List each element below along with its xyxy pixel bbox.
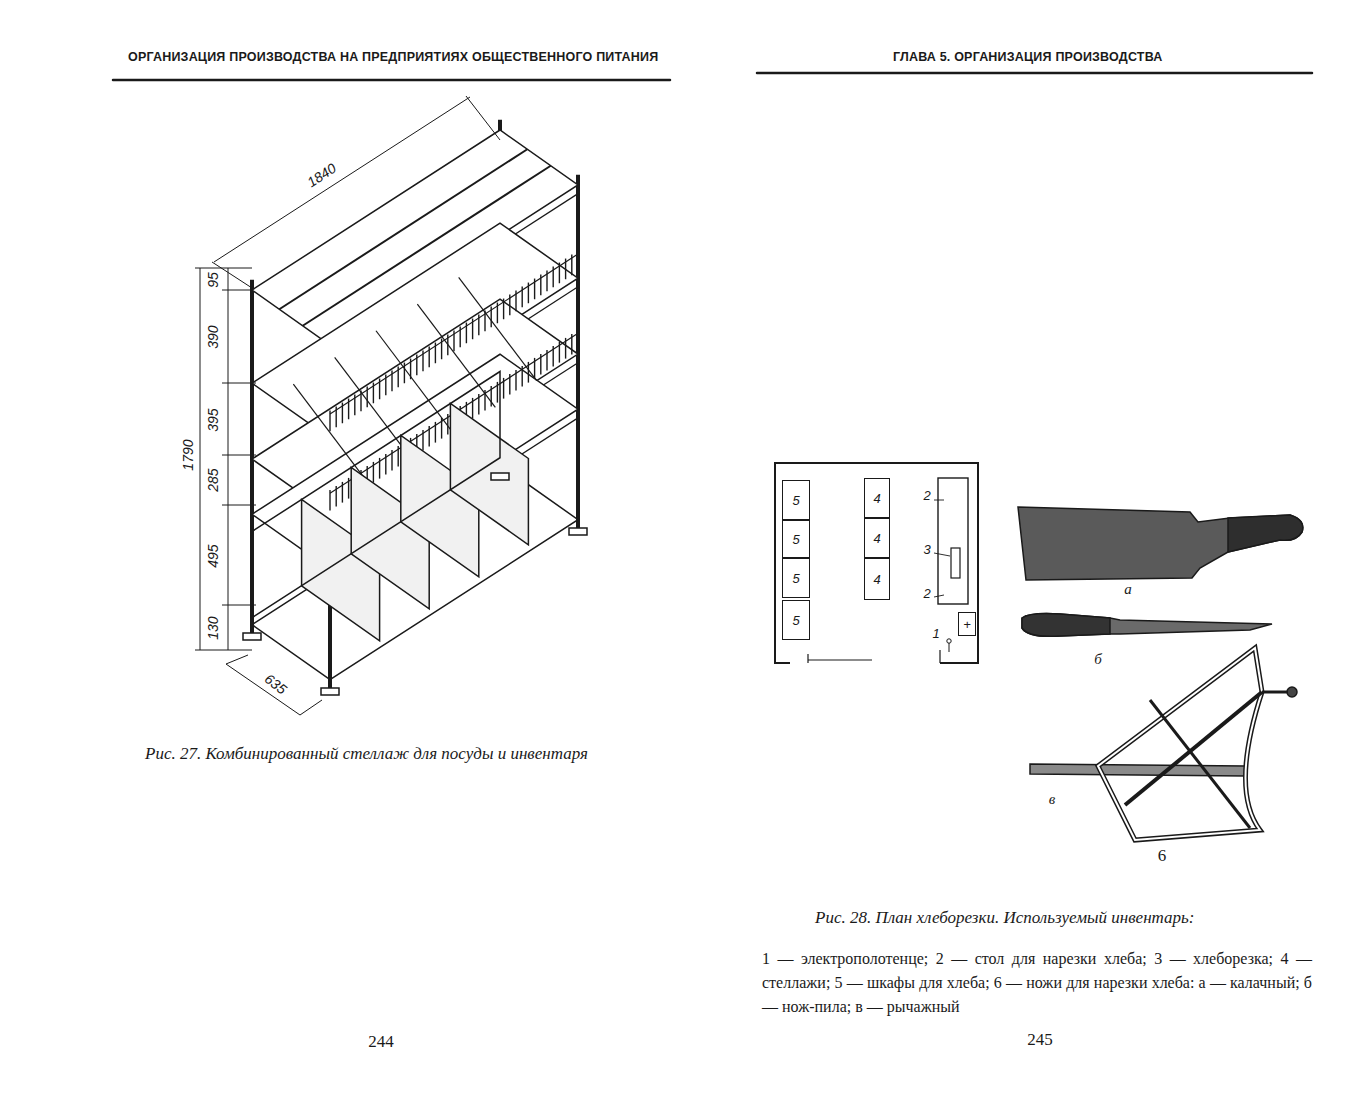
dimension-label: 95	[205, 270, 221, 290]
running-header: ГЛАВА 5. ОРГАНИЗАЦИЯ ПРОИЗВОДСТВА	[893, 50, 1162, 64]
callout-number: б	[1094, 651, 1102, 668]
callout-number: +	[963, 617, 971, 632]
knife-drawings	[1018, 507, 1303, 840]
callout-number: 1	[932, 627, 939, 642]
dimension-label: 1790	[180, 437, 196, 472]
callout-number: 5	[792, 613, 799, 628]
callout-number: 5	[792, 493, 799, 508]
dimension-label: 395	[205, 406, 221, 433]
bread-cabinet: 5	[782, 480, 810, 520]
dimension-label: 495	[205, 542, 221, 569]
page-number: 245	[1027, 1030, 1053, 1050]
running-header: ОРГАНИЗАЦИЯ ПРОИЗВОДСТВА НА ПРЕДПРИЯТИЯХ…	[128, 50, 658, 64]
callout-number: 2	[923, 587, 930, 602]
header-rule	[113, 79, 670, 82]
callout-number: 2	[923, 489, 930, 504]
callout-number: в	[1049, 791, 1056, 808]
callout-number: 4	[873, 572, 880, 587]
callout-number: 4	[873, 531, 880, 546]
dimension-label: 285	[205, 466, 221, 493]
towel-box: +	[958, 612, 976, 636]
dimension-label: 635	[260, 669, 291, 699]
rack-box: 4	[864, 558, 890, 600]
dimension-lines	[195, 96, 500, 715]
page-number: 244	[368, 1032, 394, 1052]
header-rule	[757, 72, 1312, 75]
callout-number: 4	[873, 491, 880, 506]
callout-number: 3	[923, 543, 930, 558]
callout-number: 5	[792, 532, 799, 547]
dimension-label: 390	[205, 323, 221, 350]
bread-cabinet: 5	[782, 600, 810, 640]
rack-drawing	[243, 120, 587, 695]
dimension-label: 130	[205, 614, 221, 641]
dimension-label: 1840	[303, 159, 341, 192]
bread-cabinet: 5	[782, 520, 810, 558]
rack-box: 4	[864, 478, 890, 518]
room-plan	[775, 463, 978, 663]
figure-caption: Рис. 28. План хлеборезки. Используемый и…	[815, 908, 1194, 928]
figure-caption: Рис. 27. Комбинированный стеллаж для пос…	[145, 744, 588, 764]
rack-box: 4	[864, 518, 890, 558]
callout-number: 5	[792, 571, 799, 586]
callout-number: 6	[1158, 846, 1167, 866]
callout-number: а	[1124, 581, 1132, 598]
legend-text: 1 — электрополотенце; 2 — стол для нарез…	[762, 947, 1312, 1019]
bread-cabinet: 5	[782, 558, 810, 598]
